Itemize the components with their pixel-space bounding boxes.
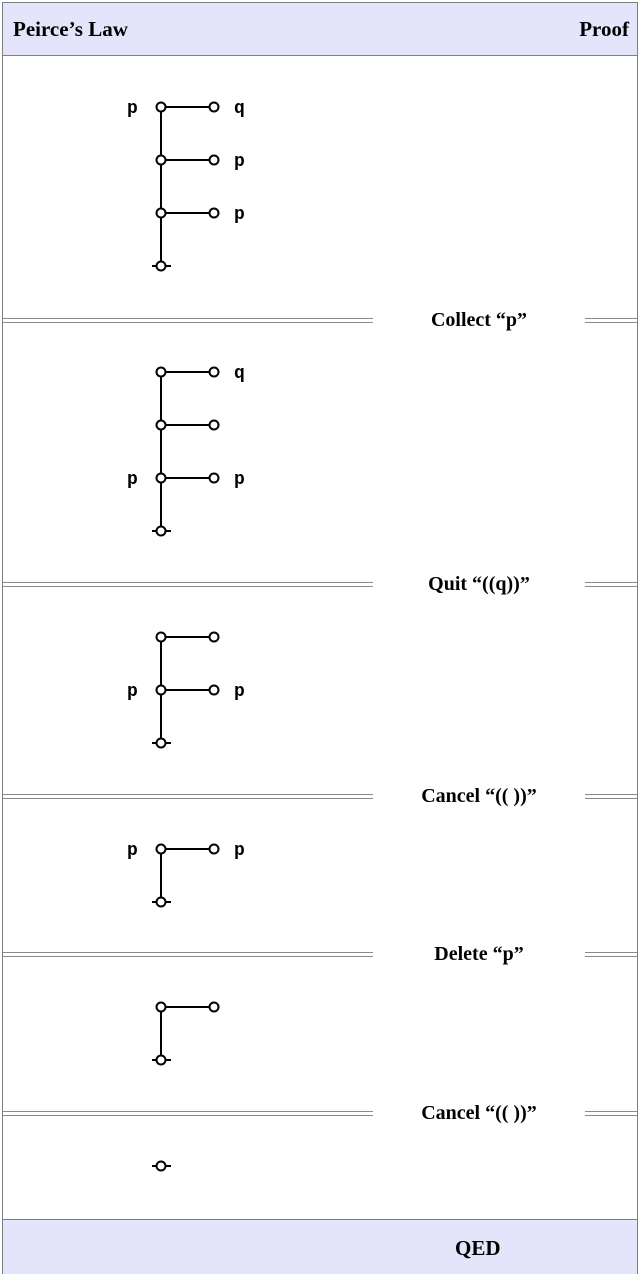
atom-label: q [234,364,245,384]
rule-label: Delete “p” [434,943,524,965]
atom-label: p [127,682,138,702]
graph-step-5 [152,1160,171,1172]
rule-label: Collect “p” [430,309,528,331]
graph-step-1 [152,366,220,537]
proof-footer: QED [3,1219,637,1274]
atom-label: q [234,99,245,119]
separator-line [585,582,637,587]
separator-line [3,318,373,323]
atom-label: p [127,841,138,861]
separator-line [585,952,637,957]
step-separator: Cancel “(( ))” [3,785,637,809]
separator-line [3,582,373,587]
separator-line [3,952,373,957]
rule-label: Quit “((q))” [428,573,530,595]
atom-label: p [127,99,138,119]
proof-title: Peirce’s Law [13,17,128,41]
qed-label: QED [455,1236,501,1260]
separator-line [3,794,373,799]
step-separator: Cancel “(( ))” [3,1102,637,1126]
atom-label: p [234,470,245,490]
atom-label: p [234,205,245,225]
separator-line [585,318,637,323]
proof-diagrams: p q p p q p p p p p p [127,99,245,1172]
step-separator: Collect “p” [3,309,637,333]
atom-label: p [234,682,245,702]
graph-step-4 [152,1001,220,1066]
atom-label: p [127,470,138,490]
proof-header: Peirce’s Law Proof [3,3,637,56]
step-separator: Quit “((q))” [3,573,637,597]
separator-line [3,1111,373,1116]
rule-label: Cancel “(( ))” [421,785,537,807]
graph-step-3 [152,843,220,908]
atom-label: p [234,841,245,861]
graph-step-2 [152,631,220,749]
step-separator: Delete “p” [3,943,637,967]
rule-label: Cancel “(( ))” [421,1102,537,1124]
proof-label: Proof [579,17,629,41]
separator-line [585,1111,637,1116]
separator-line [585,794,637,799]
graph-step-0 [152,101,220,272]
atom-label: p [234,152,245,172]
